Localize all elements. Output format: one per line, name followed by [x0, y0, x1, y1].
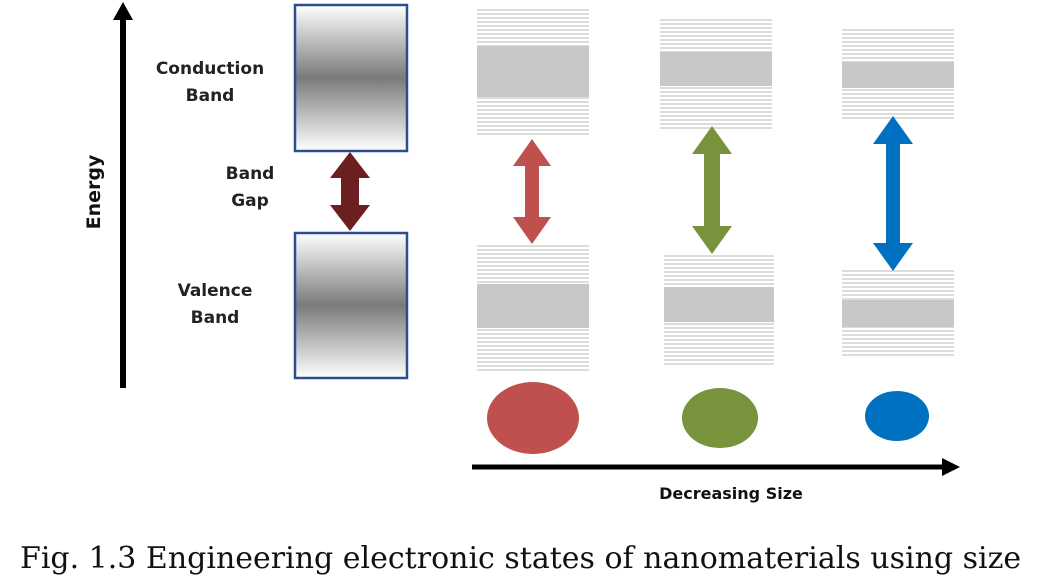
band-gap-label: Band Gap	[200, 161, 300, 215]
conduction-band-label-line2: Band	[185, 86, 235, 106]
dense-level-band	[660, 52, 772, 86]
energy-axis	[113, 2, 133, 388]
decreasing-size-label: Decreasing Size	[659, 484, 803, 503]
dense-level-band	[842, 300, 954, 327]
band-gap-label-line2: Gap	[231, 191, 269, 211]
valence-band-label-line1: Valence	[177, 281, 253, 301]
valence-band-box	[293, 231, 409, 380]
small-particle-gap-arrow	[873, 116, 913, 271]
decreasing-size-axis	[472, 458, 960, 476]
valence-band-label: Valence Band	[160, 278, 270, 332]
figure-caption: Fig. 1.3 Engineering electronic states o…	[20, 541, 1022, 576]
medium-particle-conduction-levels	[660, 19, 772, 129]
large-particle-gap-arrow	[513, 139, 551, 244]
medium-particle-gap-arrow	[692, 126, 732, 254]
band-gap-label-line1: Band	[225, 164, 275, 184]
dense-level-band	[664, 287, 774, 322]
small-particle-conduction-levels	[842, 29, 954, 119]
bulk-band-gap-arrow	[330, 152, 370, 231]
medium-particle-valence-levels	[664, 255, 774, 365]
valence-band-label-line2: Band	[190, 308, 240, 328]
medium-particle	[682, 388, 758, 448]
dense-level-band	[842, 62, 954, 88]
dense-level-band	[477, 46, 589, 97]
conduction-band-label-line1: Conduction	[155, 59, 265, 79]
energy-axis-label: Energy	[83, 154, 105, 230]
large-particle	[487, 382, 579, 454]
conduction-band-label: Conduction Band	[130, 56, 290, 110]
dense-level-band	[477, 284, 589, 328]
large-particle-conduction-levels	[477, 9, 589, 135]
large-particle-valence-levels	[477, 245, 589, 371]
small-particle-valence-levels	[842, 270, 954, 356]
conduction-band-box	[293, 3, 409, 153]
small-particle	[865, 391, 929, 441]
